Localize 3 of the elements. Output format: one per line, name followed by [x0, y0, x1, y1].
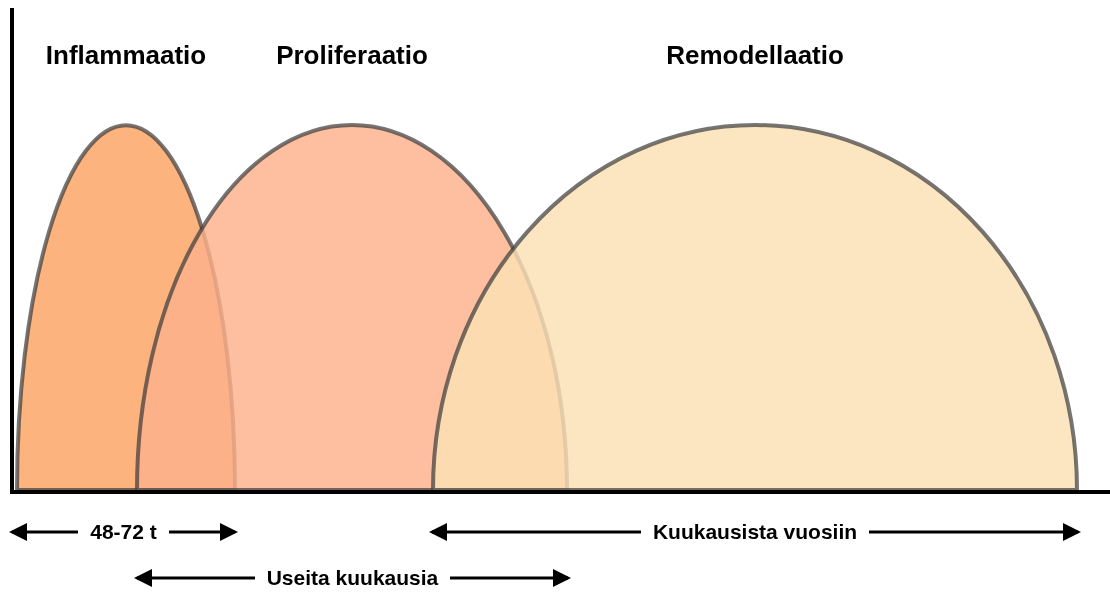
- phase-title: Inflammaatio: [45, 39, 207, 72]
- phase-title: Proliferaatio: [276, 39, 428, 72]
- phase-title: Remodellaatio: [666, 39, 844, 72]
